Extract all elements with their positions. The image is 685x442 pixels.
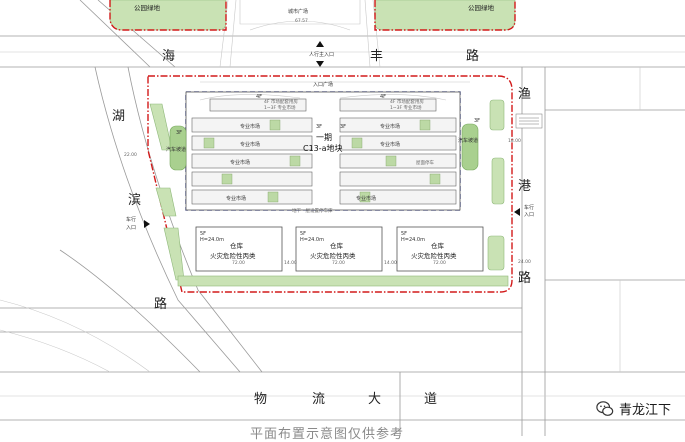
note-top-left-1: 4F 市场配套用房 [264, 98, 298, 105]
warehouse-2-dim: 72.00 [332, 260, 345, 266]
warehouse-2-name: 仓库 [330, 241, 344, 250]
vehicle-entrance-east-1: 车行 [524, 204, 534, 211]
road-north-char-1: 海 [162, 49, 175, 64]
floor-right: 3F [474, 118, 480, 124]
warehouse-1-class: 火灾危险性丙类 [210, 251, 256, 260]
road-south-char-1: 物 [254, 392, 267, 407]
floor-left: 3F [176, 130, 182, 136]
warehouse-1-dim: 72.00 [232, 260, 245, 266]
floor-top-left: 4F [256, 94, 262, 100]
warehouse-3-class: 火灾危险性丙类 [411, 251, 457, 260]
road-east-char-1: 渔 [518, 87, 531, 102]
floor-mid-left: 3F [316, 124, 322, 130]
road-north-char-2: 丰 [370, 49, 383, 64]
market-label-l2: 专业市场 [240, 141, 260, 148]
market-label-l1: 专业市场 [240, 123, 260, 130]
road-south-char-2: 流 [312, 392, 325, 407]
road-north-char-3: 路 [466, 48, 479, 64]
plaza-dim: 67.57 [295, 18, 308, 24]
road-south-char-3: 大 [368, 392, 381, 407]
market-label-r2: 专业市场 [380, 141, 400, 148]
vehicle-entrance-west-2: 入口 [126, 225, 136, 231]
note-top-right-2: 1~3F 专业市场 [390, 104, 422, 111]
road-west-char-3: 路 [154, 296, 167, 312]
warehouse-gap-2: 14.00 [384, 260, 397, 266]
vehicle-entrance-west-1: 车行 [126, 216, 136, 223]
pedestrian-entrance-label: 人行主入口 [309, 51, 334, 58]
market-label-l3: 专业市场 [230, 159, 250, 166]
roof-parking-note: 屋面停车 [416, 159, 434, 166]
vehicle-entrance-east-arrow [514, 208, 520, 216]
warehouse-3-height: H=24.0m [401, 237, 425, 243]
warehouse-gap-1: 14.00 [284, 260, 297, 266]
block-title: 一期 [316, 133, 332, 142]
market-label-r3: 专业市场 [356, 195, 376, 202]
warehouse-1: 5F H=24.0m 仓库 火灾危险性丙类 72.00 [196, 227, 282, 271]
road-east-char-3: 路 [518, 270, 531, 286]
park-label-right: 公园绿地 [468, 3, 495, 12]
warehouse-1-height: H=24.0m [200, 237, 224, 243]
market-label-l4: 专业市场 [226, 195, 246, 202]
watermark-text: 青龙江下 [619, 399, 671, 418]
road-west-char-2: 滨 [128, 192, 141, 208]
market-label-r1: 专业市场 [380, 123, 400, 130]
vehicle-entrance-west-arrow [144, 220, 150, 228]
watermark: 青龙江下 [596, 399, 671, 418]
warehouse-2: 5F H=24.0m 仓库 火灾危险性丙类 72.00 [296, 227, 382, 271]
ramp-left-label: 汽车坡道 [166, 146, 186, 153]
note-top-right-1: 4F 市场配套用房 [390, 98, 424, 105]
road-south-char-4: 道 [424, 392, 437, 407]
park-label-left: 公园绿地 [134, 3, 161, 12]
warehouse-1-name: 仓库 [230, 241, 244, 250]
road-west-char-1: 湖 [112, 109, 125, 124]
wechat-icon [596, 400, 614, 418]
floor-mid-right: 3F [340, 124, 346, 130]
warehouse-2-class: 火灾危险性丙类 [310, 251, 356, 260]
entry-plaza-label: 入口广场 [313, 81, 333, 88]
dim-side-2: 18.00 [508, 138, 521, 144]
plaza-label: 城市广场 [288, 8, 308, 15]
ramp-right-label: 汽车坡道 [458, 137, 478, 144]
north-parks [110, 0, 515, 30]
block-code: C13-a地块 [303, 143, 343, 153]
warehouse-3-name: 仓库 [431, 241, 445, 250]
vehicle-entrance-east-2: 入口 [524, 212, 534, 218]
road-east-char-2: 港 [518, 179, 531, 194]
east-dim: 24.00 [518, 259, 531, 265]
east-legend-box [516, 114, 542, 128]
ramp-right [462, 124, 478, 170]
note-top-left-2: 1~3F 专业市场 [264, 104, 296, 111]
warehouse-3-dim: 72.00 [433, 260, 446, 266]
underground-note: 地下一层设置停车库 [292, 207, 333, 214]
caption: 平面布置示意图仅供参考 [250, 423, 404, 442]
floor-top-right: 4F [380, 94, 386, 100]
dim-side-1: 22.00 [124, 152, 137, 158]
warehouse-3: 5F H=24.0m 仓库 火灾危险性丙类 72.00 [397, 227, 483, 271]
warehouse-2-height: H=24.0m [300, 237, 324, 243]
